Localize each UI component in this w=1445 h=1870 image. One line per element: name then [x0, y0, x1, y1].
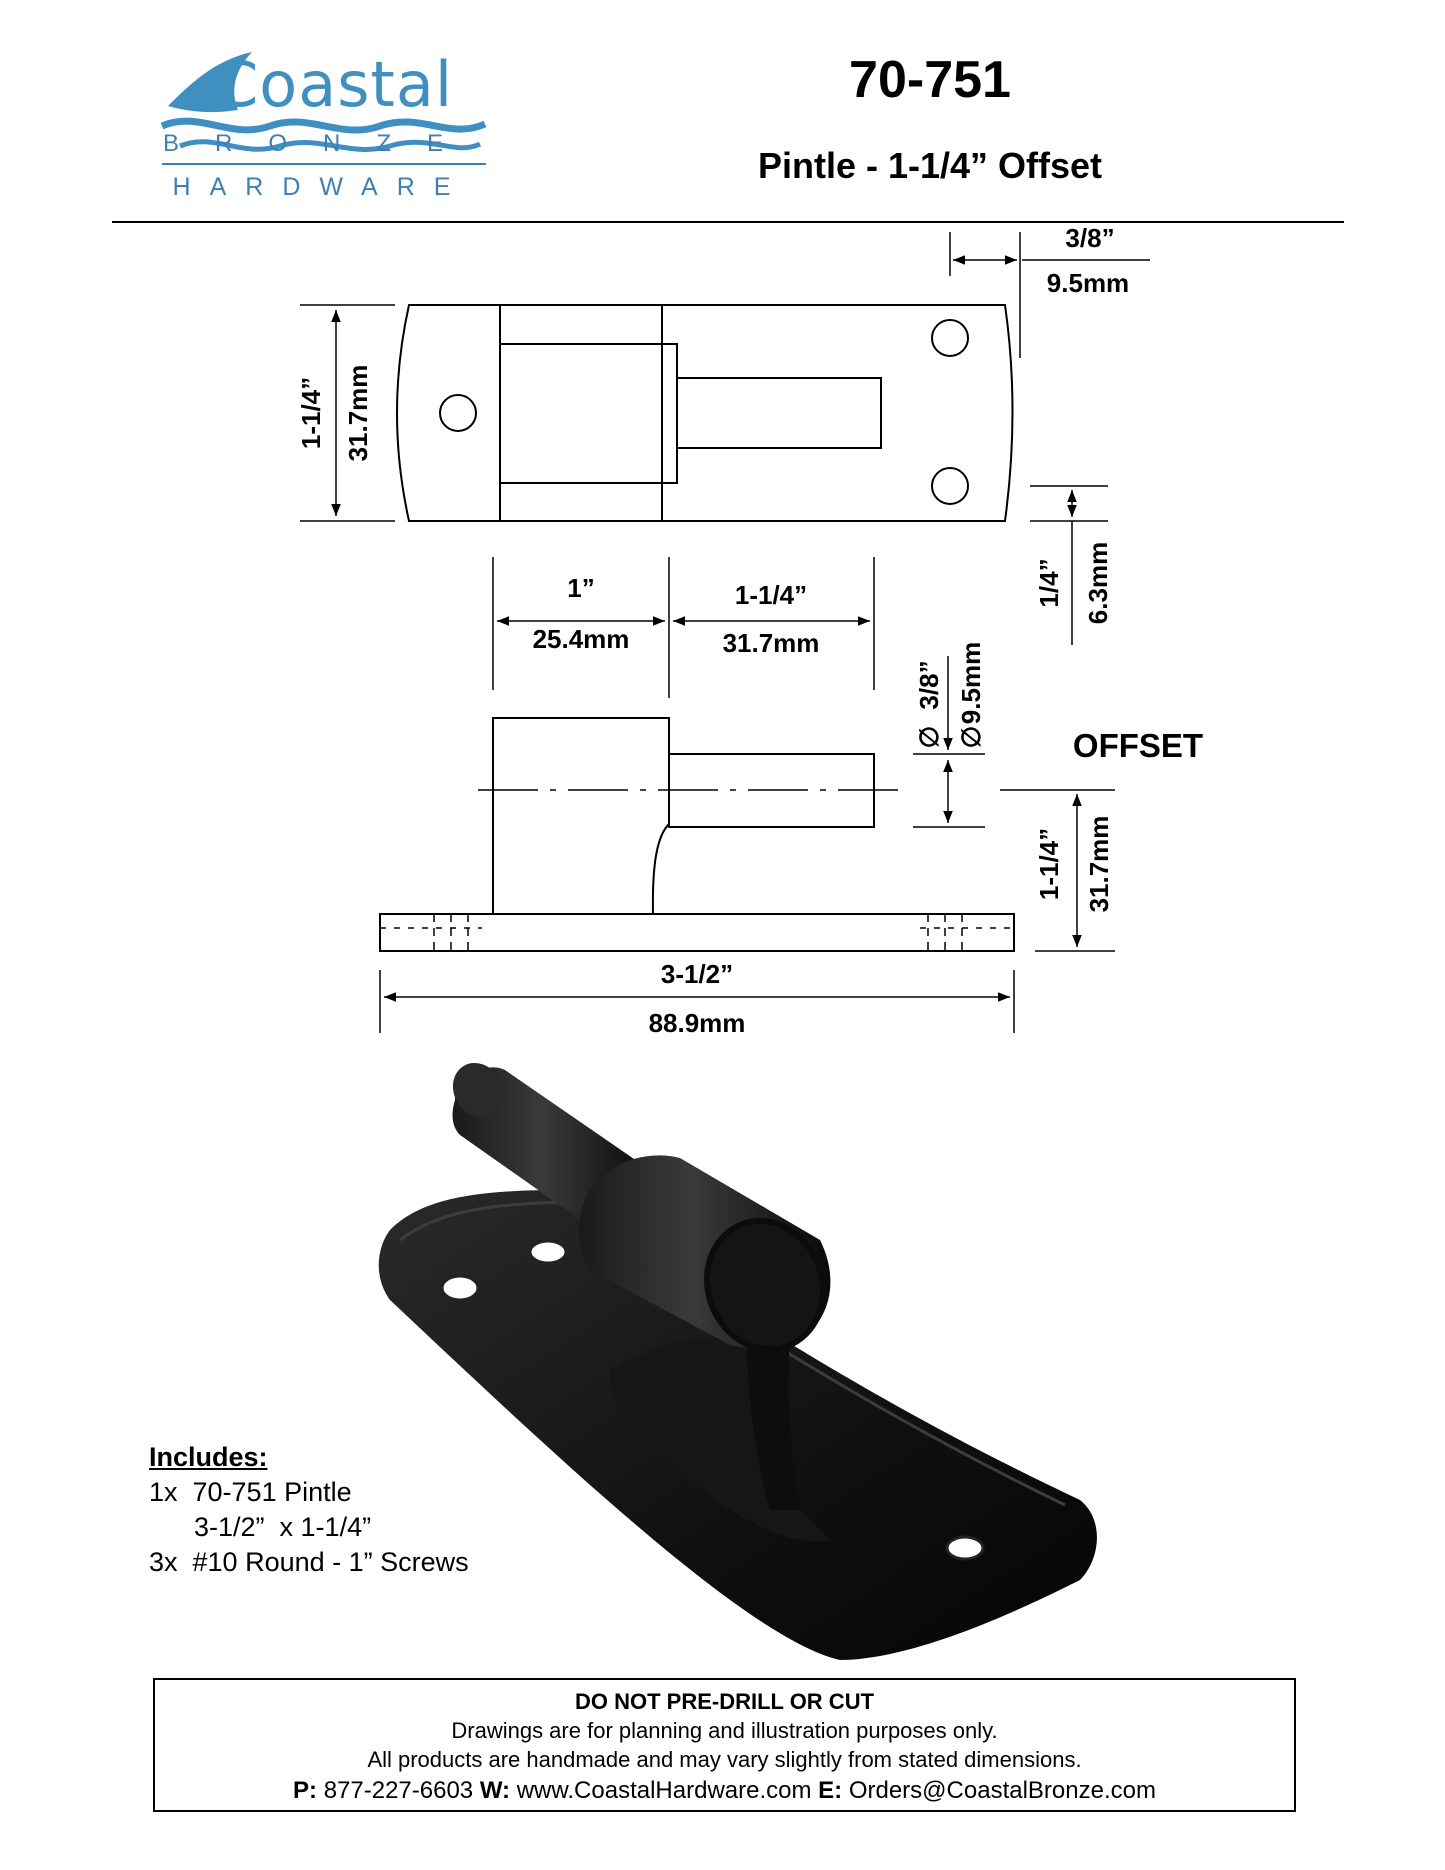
- dim-height-mm: 31.7mm: [343, 365, 373, 462]
- brand-logo-wave: [160, 52, 487, 165]
- dim-length-in: 3-1/2”: [661, 959, 733, 989]
- dim-pin-mm: 31.7mm: [723, 628, 820, 658]
- includes-title: Includes:: [149, 1442, 268, 1472]
- phone-number[interactable]: 877-227-6603: [323, 1777, 474, 1804]
- dim-hole-in: 1/4”: [1034, 558, 1064, 607]
- side-view-dimensions: [379, 557, 1115, 1033]
- product-photo: [378, 1062, 1097, 1660]
- pin-top: [676, 377, 882, 449]
- top-view: [396, 304, 1014, 522]
- hole-top-right: [931, 319, 969, 357]
- dim-edge-in: 3/8”: [1065, 223, 1114, 253]
- dim-knuckle-in: 1”: [567, 573, 594, 603]
- dim-offset-in: 1-1/4”: [1034, 828, 1064, 900]
- dim-edge-mm: 9.5mm: [1047, 268, 1129, 298]
- dim-pin-dia-in: 3/8”: [914, 660, 944, 709]
- dim-offset-mm: 31.7mm: [1084, 816, 1114, 913]
- includes-item: 3x #10 Round - 1” Screws: [149, 1547, 469, 1577]
- web-label: W:: [479, 1777, 511, 1804]
- notice-line-2: All products are handmade and may vary s…: [367, 1747, 1082, 1772]
- brand-line-hardware: HARDWARE: [172, 173, 470, 201]
- side-view: [379, 717, 1015, 952]
- header-rule: [112, 221, 1344, 223]
- dim-pin-dia-mm: 9.5mm: [956, 642, 986, 724]
- dim-length-mm: 88.9mm: [649, 1008, 746, 1038]
- part-number: 70-751: [849, 51, 1011, 109]
- dim-height-in: 1-1/4”: [296, 377, 326, 449]
- diameter-symbol-in: ∅: [914, 726, 944, 749]
- notice-box: DO NOT PRE-DRILL OR CUT Drawings are for…: [153, 1678, 1296, 1812]
- website-link[interactable]: www.CoastalHardware.com: [516, 1777, 812, 1804]
- part-title: Pintle - 1-1/4” Offset: [757, 145, 1103, 186]
- email-link[interactable]: Orders@CoastalBronze.com: [848, 1777, 1156, 1804]
- diameter-symbol-mm: ∅: [956, 726, 986, 749]
- includes-item: 3-1/2” x 1-1/4”: [149, 1512, 372, 1542]
- technical-drawing: 1-1/4” 31.7mm 3/8” 9.5mm 1/4” 6.3mm: [296, 223, 1203, 1038]
- knuckle-side: [492, 717, 670, 915]
- hole-left: [439, 394, 477, 432]
- hole-bottom-right: [931, 467, 969, 505]
- knuckle-top: [499, 343, 678, 484]
- notice-line-1: Drawings are for planning and illustrati…: [451, 1718, 998, 1743]
- notice-heading: DO NOT PRE-DRILL OR CUT: [574, 1689, 875, 1714]
- email-label: E:: [818, 1777, 843, 1804]
- side-view-hidden-lines: [380, 914, 1014, 951]
- brand-line-bronze: BRONZE: [162, 130, 479, 157]
- dim-pin-diameter: ∅ 3/8” ∅ 9.5mm: [914, 642, 986, 749]
- base-plate-side: [379, 913, 1015, 952]
- dim-hole-mm: 6.3mm: [1083, 542, 1113, 624]
- top-view-dimensions: [300, 232, 1150, 645]
- dim-knuckle-mm: 25.4mm: [533, 624, 630, 654]
- contact-line: P: 877-227-6603 W: www.CoastalHardware.c…: [155, 1776, 1294, 1805]
- brand-wordmark: Coastal: [215, 48, 454, 121]
- phone-label: P:: [293, 1777, 318, 1804]
- plate-outline: [396, 304, 1014, 522]
- includes-list: Includes: 1x 70-751 Pintle 3-1/2” x 1-1/…: [149, 1440, 469, 1580]
- includes-item: 1x 70-751 Pintle: [149, 1477, 352, 1507]
- dim-pin-in: 1-1/4”: [735, 580, 807, 610]
- offset-label: OFFSET: [1073, 727, 1203, 764]
